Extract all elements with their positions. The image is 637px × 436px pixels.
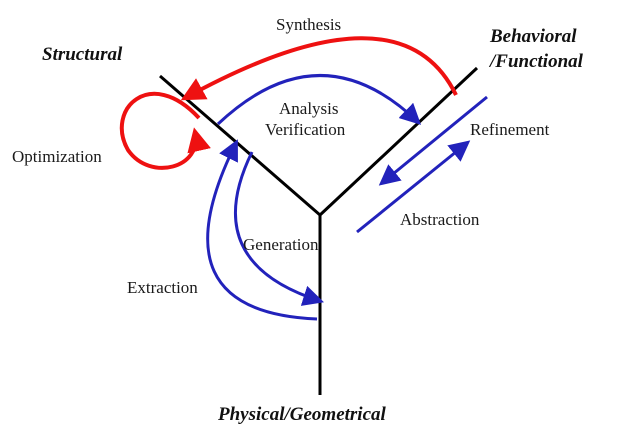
optimization-label: Optimization (12, 147, 102, 166)
structural-axis (159, 74, 321, 217)
generation-arrow (234, 151, 324, 306)
behavioral-label-line1: Behavioral (489, 26, 577, 47)
abstraction-label: Abstraction (400, 210, 480, 229)
extraction-label: Extraction (127, 278, 198, 297)
structural-label: Structural (42, 44, 123, 65)
refinement-label: Refinement (470, 120, 550, 139)
physical-label: Physical/Geometrical (217, 404, 387, 425)
extraction-arrow (206, 139, 318, 321)
behavioral-axis (318, 66, 479, 217)
verification-label: Verification (265, 120, 346, 139)
analysis-verification-arrow (216, 74, 422, 126)
optimization-loop-arrow (119, 92, 211, 170)
analysis-label: Analysis (279, 99, 339, 118)
generation-label: Generation (243, 235, 319, 254)
refinement-arrow (378, 95, 488, 186)
synthesis-arrow (180, 36, 458, 101)
abstraction-arrow (356, 140, 471, 234)
synthesis-label: Synthesis (276, 15, 341, 34)
behavioral-label-line2: /Functional (488, 51, 584, 72)
